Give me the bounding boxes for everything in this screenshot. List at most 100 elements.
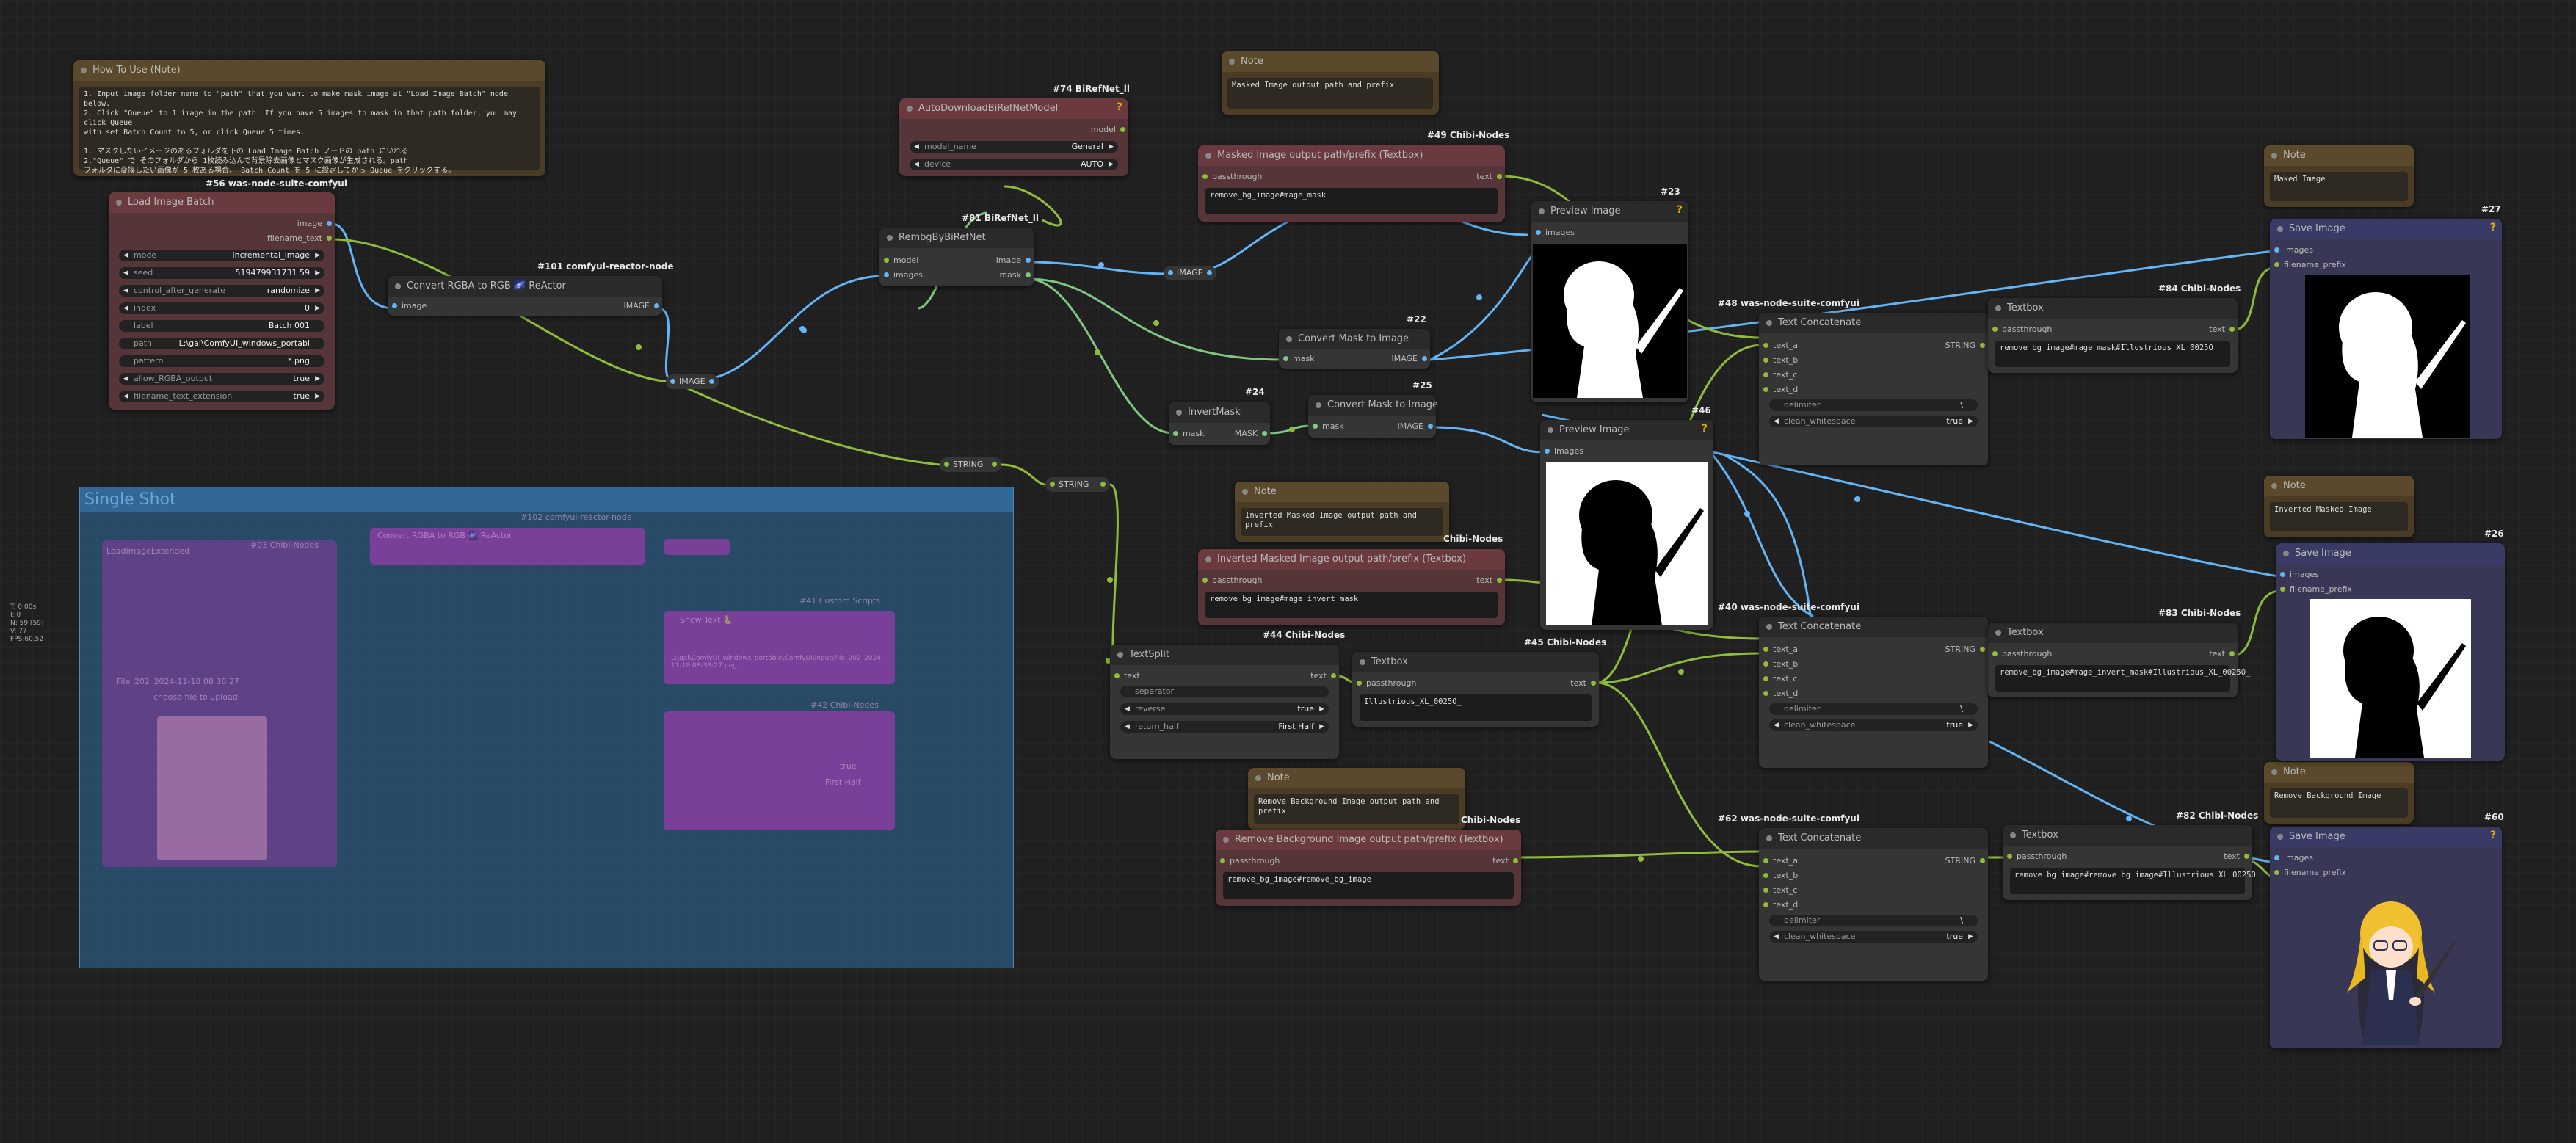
node-rembg-birefnet[interactable]: RembgByBiRefNet model images image mask	[879, 228, 1034, 286]
help-icon[interactable]: ?	[1701, 423, 1708, 435]
textbox-value[interactable]: remove_bg_image#mage_invert_mask	[1205, 592, 1498, 618]
output-text[interactable]: text	[2209, 649, 2235, 658]
note-text[interactable]: Maked Image	[2270, 172, 2408, 201]
node-textbox-83[interactable]: Textbox passthrough text remove_bg_image…	[1988, 623, 2250, 697]
node-title[interactable]: RembgByBiRefNet	[879, 228, 1034, 248]
node-title[interactable]: Save Image	[2270, 219, 2502, 239]
output-text[interactable]: text	[2224, 852, 2249, 861]
output-mask[interactable]: MASK	[1235, 429, 1267, 438]
node-preview-image-46[interactable]: Preview Image ? images	[1540, 420, 1713, 630]
input-image[interactable]: image	[392, 301, 427, 311]
input-passthrough[interactable]: passthrough	[1992, 324, 2052, 334]
node-title[interactable]: Textbox	[1988, 623, 2238, 643]
textbox-value[interactable]: remove_bg_image#remove_bg_image	[1223, 872, 1514, 899]
node-text-concatenate-62[interactable]: Text Concatenate text_a text_b text_c te…	[1759, 828, 1988, 981]
input-filename-prefix[interactable]: filename_prefix	[2274, 260, 2346, 269]
input-passthrough[interactable]: passthrough	[1357, 678, 1416, 688]
note-title[interactable]: Note	[1222, 51, 1439, 72]
node-inverted-path-textbox[interactable]: Inverted Masked Image output path/prefix…	[1198, 549, 1505, 625]
output-image[interactable]: image	[996, 255, 1031, 265]
node-convert-rgba[interactable]: Convert RGBA to RGB 🌌 ReActor image IMAG…	[388, 276, 662, 316]
note-text[interactable]: 1. Input image folder name to "path" tha…	[79, 87, 540, 175]
input-text-b[interactable]: text_b	[1763, 355, 1798, 365]
widget-separator[interactable]: separator	[1120, 686, 1329, 697]
reroute-image[interactable]: IMAGE	[1164, 266, 1216, 280]
input-mask[interactable]: mask	[1313, 421, 1344, 431]
reroute-string[interactable]: STRING	[1045, 477, 1110, 492]
input-mask[interactable]: mask	[1173, 429, 1205, 438]
widget-pattern[interactable]: pattern*.png	[119, 355, 324, 367]
input-images[interactable]: images	[1545, 446, 1583, 456]
help-icon[interactable]: ?	[2489, 830, 2496, 841]
node-autodownload-birefnet[interactable]: AutoDownloadBiRefNetModel ? model ◀model…	[899, 98, 1128, 176]
node-save-image-27[interactable]: Save Image ? images filename_prefix	[2270, 219, 2502, 439]
node-title[interactable]: Load Image Batch	[109, 192, 335, 213]
node-title[interactable]: Textbox	[2003, 825, 2252, 846]
textbox-value[interactable]: remove_bg_image#mage_invert_mask#Illustr…	[1995, 665, 2250, 692]
group-title[interactable]: Single Shot	[80, 487, 1013, 512]
input-filename-prefix[interactable]: filename_prefix	[2280, 584, 2352, 594]
group-node-textsplit[interactable]: true First Half	[664, 711, 895, 830]
note-title[interactable]: How To Use (Note)	[73, 60, 545, 81]
node-save-image-60[interactable]: Save Image ? images filename_prefix	[2270, 827, 2502, 1048]
group-node-show-text[interactable]: Show Text 🐍 L:\gai\ComfyUI_windows_porta…	[664, 611, 895, 684]
note-masked-path[interactable]: Note Masked Image output path and prefix	[1222, 51, 1439, 115]
input-text-c[interactable]: text_c	[1763, 370, 1797, 380]
node-save-image-26[interactable]: Save Image images filename_prefix	[2276, 543, 2505, 761]
help-icon[interactable]: ?	[1116, 101, 1122, 113]
output-string[interactable]: STRING	[1945, 856, 1985, 866]
input-passthrough[interactable]: passthrough	[1220, 856, 1280, 866]
note-inverted-path[interactable]: Note Inverted Masked Image output path a…	[1235, 482, 1449, 542]
input-text-d[interactable]: text_d	[1763, 900, 1798, 910]
node-title[interactable]: Textbox	[1988, 298, 2238, 319]
reroute-string[interactable]: STRING	[940, 457, 1001, 472]
input-text-a[interactable]: text_a	[1763, 856, 1798, 866]
note-title[interactable]: Note	[2264, 476, 2414, 496]
help-icon[interactable]: ?	[2489, 222, 2496, 233]
note-inverted-masked-image[interactable]: Note Inverted Masked Image	[2264, 476, 2414, 537]
input-images[interactable]: images	[2274, 245, 2313, 255]
note-text[interactable]: Masked Image output path and prefix	[1227, 78, 1433, 109]
widget-delimiter[interactable]: delimiter\	[1769, 703, 1978, 715]
group-reroute[interactable]	[664, 539, 730, 555]
output-image[interactable]: IMAGE	[1397, 421, 1433, 431]
node-title[interactable]: Inverted Masked Image output path/prefix…	[1198, 549, 1505, 570]
input-text-a[interactable]: text_a	[1763, 645, 1798, 654]
input-text-b[interactable]: text_b	[1763, 871, 1798, 880]
widget-delimiter[interactable]: delimiter\	[1769, 399, 1978, 411]
node-text-concatenate-48[interactable]: Text Concatenate text_a text_b text_c te…	[1759, 313, 1988, 465]
input-passthrough[interactable]: passthrough	[2007, 852, 2067, 861]
node-removebg-path-textbox[interactable]: Remove Background Image output path/pref…	[1216, 830, 1521, 906]
node-title[interactable]: Save Image	[2270, 827, 2502, 847]
output-image[interactable]: IMAGE	[623, 301, 659, 311]
output-text[interactable]: text	[1570, 678, 1596, 688]
textbox-value[interactable]: remove_bg_image#mage_mask	[1205, 188, 1498, 214]
node-title[interactable]: Text Concatenate	[1759, 313, 1988, 333]
node-title[interactable]: AutoDownloadBiRefNetModel	[899, 98, 1128, 119]
node-title[interactable]: Masked Image output path/prefix (Textbox…	[1198, 145, 1505, 166]
output-model[interactable]: model	[1091, 125, 1125, 134]
input-text-c[interactable]: text_c	[1763, 674, 1797, 683]
output-image[interactable]: image	[297, 219, 332, 228]
node-textbox-45[interactable]: Textbox passthrough text Illustrious_XL_…	[1352, 652, 1599, 727]
input-images[interactable]: images	[1536, 228, 1575, 237]
note-text[interactable]: Inverted Masked Image	[2270, 502, 2408, 531]
node-textbox-84[interactable]: Textbox passthrough text remove_bg_image…	[1988, 298, 2238, 373]
textbox-value[interactable]: Illustrious_XL_0025O_	[1360, 694, 1592, 721]
output-image[interactable]: IMAGE	[1391, 354, 1427, 363]
input-passthrough[interactable]: passthrough	[1992, 649, 2052, 658]
node-title[interactable]: TextSplit	[1110, 645, 1339, 665]
input-text-c[interactable]: text_c	[1763, 885, 1797, 895]
note-title[interactable]: Note	[2264, 145, 2414, 166]
output-text[interactable]: text	[1476, 576, 1502, 585]
